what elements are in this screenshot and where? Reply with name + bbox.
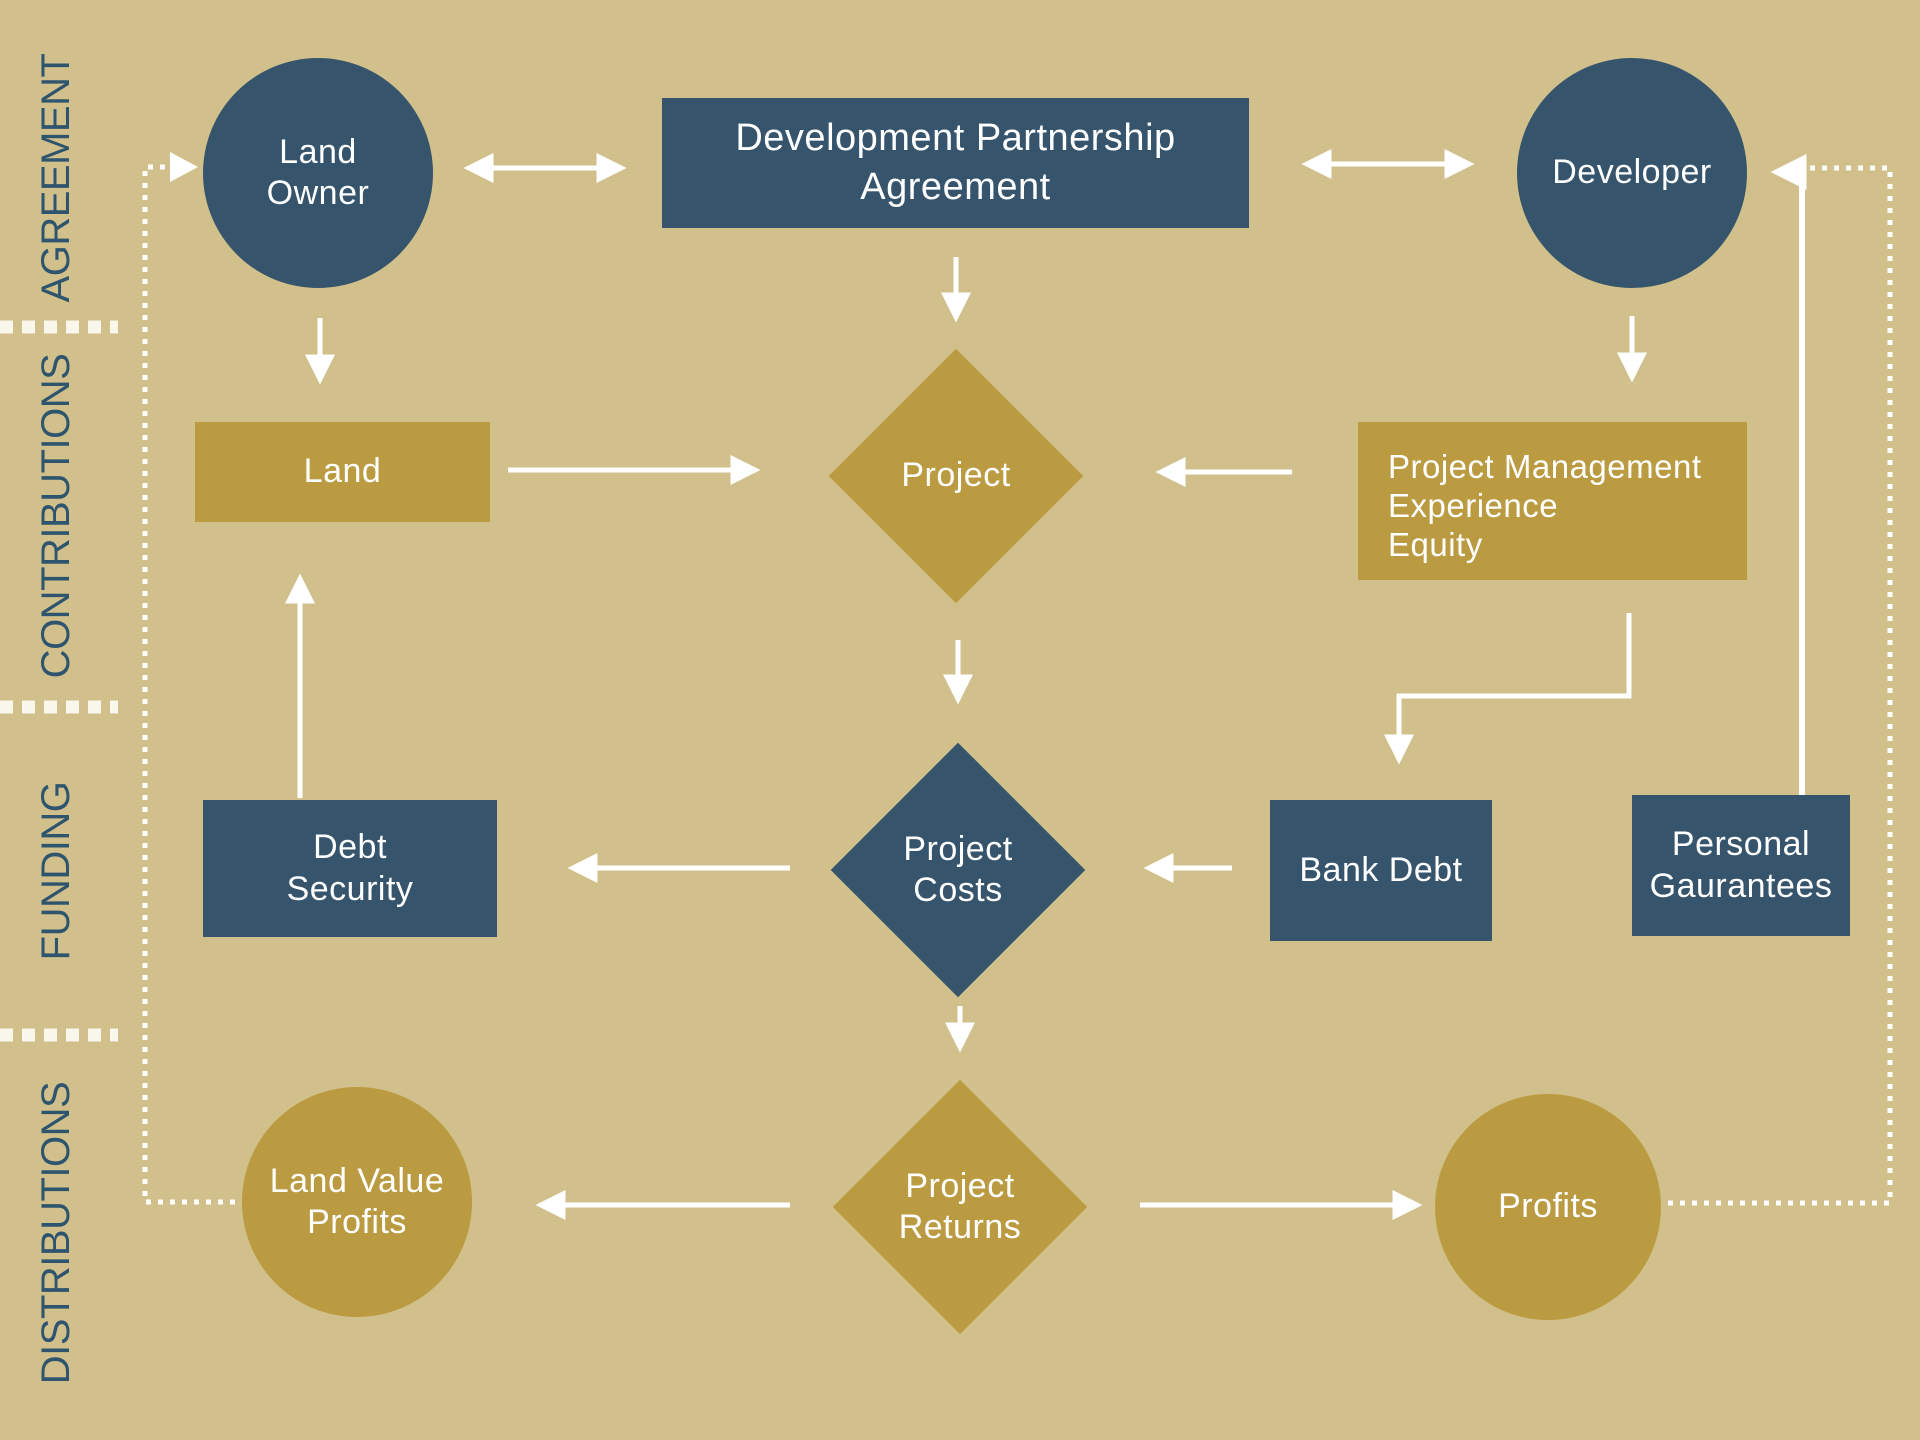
developer-node: Developer: [1517, 58, 1747, 288]
project-costs-node: Project Costs: [830, 742, 1086, 998]
elbow-pm-bankdebt: [1384, 613, 1632, 765]
land-label: Land: [303, 452, 382, 491]
debt-security-label: Debt Security: [286, 828, 414, 908]
land-value-profits-node: Land Value Profits: [242, 1087, 472, 1317]
agreement-node: Development Partnership Agreement: [662, 98, 1249, 228]
section-label-funding: FUNDING: [34, 781, 78, 961]
project-returns-label: Project Returns: [898, 1166, 1022, 1246]
dotted-arrowhead-landowner: [170, 152, 198, 182]
line-personalguarantees-developer: [1770, 154, 1807, 795]
land-owner-label: Land Owner: [266, 132, 370, 212]
project-management-label: Project Management Experience Equity: [1388, 448, 1702, 563]
section-label-agreement: AGREEMENT: [34, 53, 78, 303]
project-management-node: Project Management Experience Equity: [1358, 422, 1747, 580]
personal-guarantees-node: Personal Gaurantees: [1632, 795, 1850, 936]
profits-node: Profits: [1435, 1094, 1661, 1320]
debt-security-node: Debt Security: [203, 800, 497, 937]
agreement-label: Development Partnership Agreement: [735, 116, 1176, 208]
developer-label: Developer: [1552, 153, 1712, 192]
project-label: Project: [901, 456, 1011, 495]
land-node: Land: [195, 422, 490, 522]
land-owner-node: Land Owner: [203, 58, 433, 288]
project-returns-node: Project Returns: [832, 1079, 1088, 1335]
land-value-profits-label: Land Value Profits: [269, 1161, 445, 1241]
personal-guarantees-label: Personal Gaurantees: [1649, 825, 1833, 905]
section-label-distributions: DISTRIBUTIONS: [34, 1081, 78, 1385]
bank-debt-label: Bank Debt: [1299, 850, 1463, 889]
section-label-contributions: CONTRIBUTIONS: [34, 353, 78, 679]
dotted-landvalueprofits-landowner: [142, 164, 235, 1205]
bank-debt-node: Bank Debt: [1270, 800, 1492, 941]
profits-label: Profits: [1498, 1187, 1598, 1226]
project-costs-label: Project Costs: [903, 829, 1013, 909]
dotted-profits-developer: [1668, 165, 1893, 1206]
project-node: Project: [828, 348, 1084, 604]
